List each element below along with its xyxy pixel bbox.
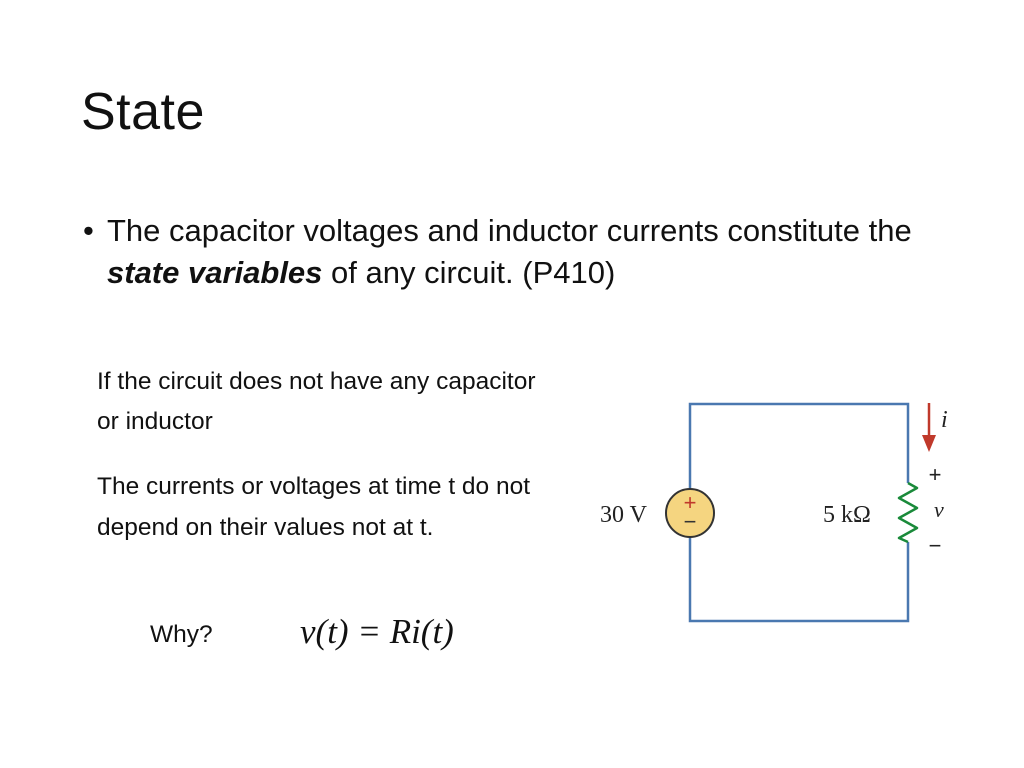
bullet-point: • The capacitor voltages and inductor cu… [83, 210, 963, 294]
circuit-wires [688, 402, 910, 623]
resistor-value-label: 5 kΩ [823, 502, 871, 528]
circuit-diagram: + − 30 V 5 kΩ i + v − [600, 402, 948, 623]
left-wire-bottom [688, 536, 910, 623]
source-voltage-label: 30 V [600, 502, 648, 528]
no-capacitor-paragraph: If the circuit does not have any capacit… [97, 368, 536, 435]
state-variables-emphasis: state variables [107, 255, 323, 290]
voltage-minus-sign: − [929, 533, 942, 558]
voltage-source: + − [665, 488, 715, 538]
voltage-plus-sign: + [929, 462, 942, 487]
ohms-law-formula: v(t) = Ri(t) [300, 612, 454, 651]
current-label: i [941, 407, 948, 433]
slide-title: State [81, 83, 205, 141]
time-independence-paragraph: The currents or voltages at time t do no… [97, 473, 531, 541]
current-arrow-head [922, 435, 936, 452]
current-arrow [922, 403, 936, 452]
source-circle [665, 488, 715, 538]
source-plus-sign: + [684, 490, 697, 515]
bullet-text: The capacitor voltages and inductor curr… [107, 210, 963, 294]
resistor-zigzag [897, 481, 919, 544]
bullet-text-after: of any circuit. (P410) [322, 255, 616, 290]
source-minus-sign: − [684, 509, 697, 534]
bullet-marker: • [83, 213, 94, 248]
bullet-text-before: The capacitor voltages and inductor curr… [107, 213, 912, 248]
voltage-label: v [934, 497, 944, 522]
left-wire-top [688, 402, 910, 490]
why-question: Why? [150, 621, 213, 648]
